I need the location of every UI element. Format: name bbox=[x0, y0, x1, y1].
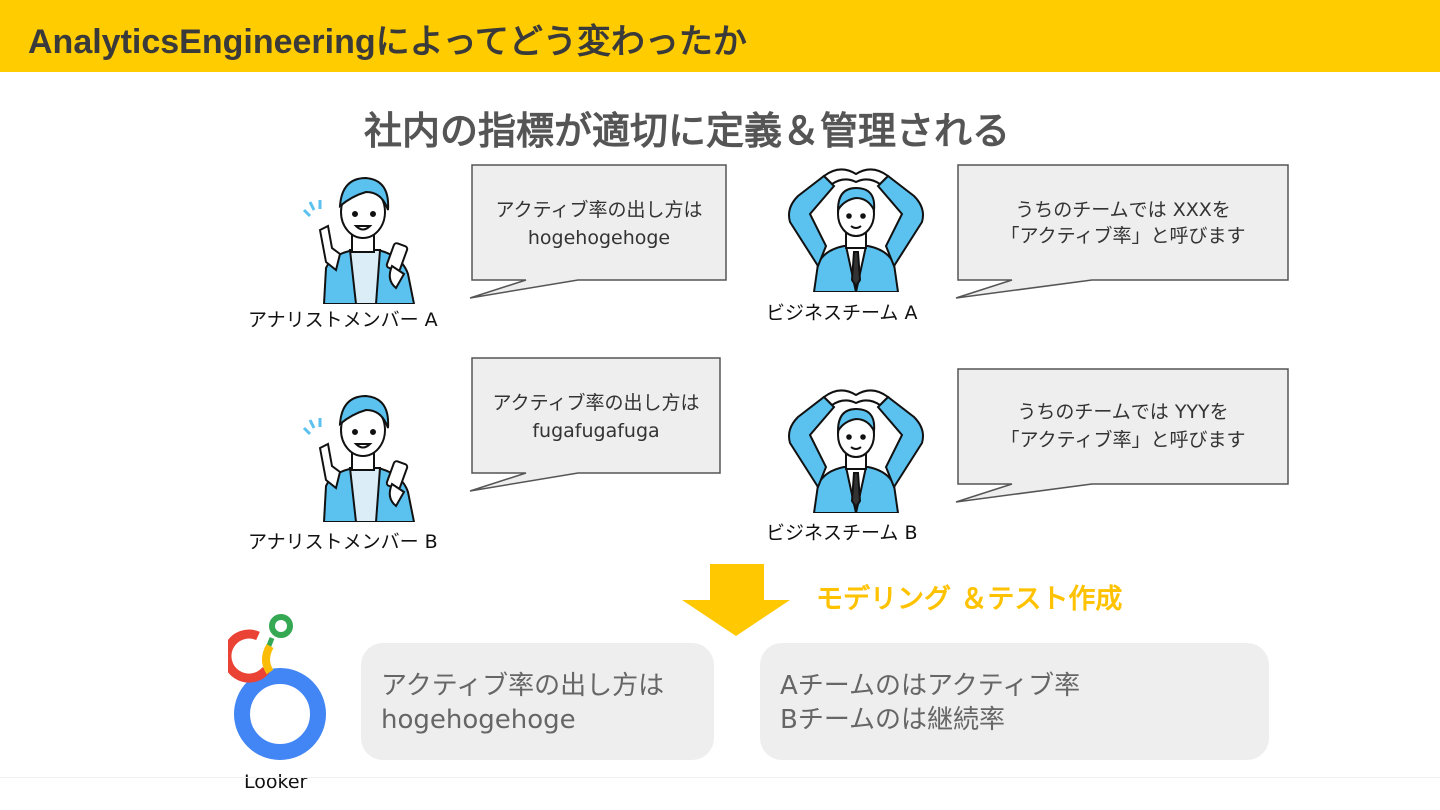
speech-bubble-business-a: うちのチームでは XXXを 「アクティブ率」と呼びます bbox=[952, 164, 1290, 300]
looker-logo-icon bbox=[222, 610, 332, 770]
card-text-line: アクティブ率の出し方は bbox=[381, 671, 665, 701]
down-arrow-icon bbox=[680, 564, 792, 642]
bubble-text-line: うちのチームでは XXXを bbox=[1015, 199, 1231, 221]
bubble-text-line: 「アクティブ率」と呼びます bbox=[1000, 225, 1246, 247]
analyst-person-icon bbox=[296, 388, 426, 526]
speech-bubble-business-b: うちのチームでは YYYを 「アクティブ率」と呼びます bbox=[952, 368, 1290, 504]
card-text-line: hogehogehoge bbox=[381, 705, 576, 735]
header-bar: AnalyticsEngineeringによってどう変わったか bbox=[0, 0, 1440, 72]
card-text-line: Bチームのは継続率 bbox=[780, 705, 1006, 735]
card-text-line: Aチームのはアクティブ率 bbox=[780, 671, 1081, 701]
speech-bubble-analyst-a: アクティブ率の出し方は hogehogehoge bbox=[466, 164, 728, 300]
slide-subtitle: 社内の指標が適切に定義＆管理される bbox=[364, 109, 1011, 153]
speech-bubble-analyst-b: アクティブ率の出し方は fugafugafuga bbox=[466, 357, 722, 493]
bubble-text-line: アクティブ率の出し方は bbox=[492, 392, 700, 414]
business-person-icon bbox=[784, 383, 928, 517]
bubble-text-line: うちのチームでは YYYを bbox=[1017, 401, 1229, 423]
analyst-person-icon bbox=[296, 170, 426, 308]
bubble-text-line: 「アクティブ率」と呼びます bbox=[1000, 429, 1246, 451]
bubble-text-line: アクティブ率の出し方は bbox=[495, 199, 703, 221]
bubble-text-line: hogehogehoge bbox=[527, 227, 671, 249]
business-b-label: ビジネスチーム B bbox=[766, 522, 918, 544]
slide-title: AnalyticsEngineeringによってどう変わったか bbox=[28, 23, 747, 61]
bubble-text-line: fugafugafuga bbox=[532, 420, 660, 442]
modeling-label: モデリング ＆テスト作成 bbox=[816, 584, 1123, 615]
metric-card-left: アクティブ率の出し方は hogehogehoge bbox=[361, 643, 714, 760]
analyst-a-label: アナリストメンバー A bbox=[248, 309, 438, 331]
analyst-b-label: アナリストメンバー B bbox=[248, 531, 438, 553]
business-a-label: ビジネスチーム A bbox=[766, 302, 918, 324]
business-person-icon bbox=[784, 162, 928, 296]
looker-label: Looker bbox=[244, 771, 308, 793]
divider bbox=[0, 777, 1440, 778]
metric-card-right: Aチームのはアクティブ率 Bチームのは継続率 bbox=[760, 643, 1269, 760]
